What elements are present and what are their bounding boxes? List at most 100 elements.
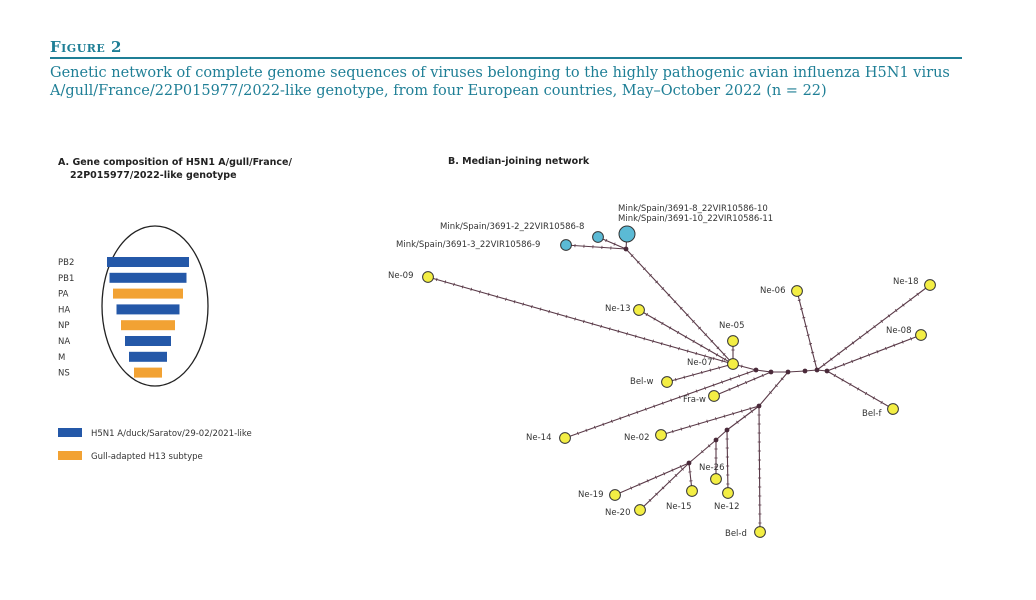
- median-vector-m7: [756, 403, 762, 409]
- mutation-tick: [679, 464, 682, 469]
- mutation-tick: [704, 386, 707, 390]
- node-label-ne-12: Ne-12: [714, 502, 739, 512]
- mutation-tick: [722, 353, 726, 356]
- mutation-tick: [715, 353, 719, 357]
- mutation-tick: [743, 415, 746, 419]
- mutation-tick: [642, 267, 646, 271]
- node-label-mink-8-10: Mink/Spain/3691-8_22VIR10586-10: [618, 204, 768, 214]
- mutation-tick: [738, 374, 740, 378]
- node-label-fra-w: Fra-w: [683, 395, 706, 405]
- title-rule: [50, 57, 962, 59]
- mutation-tick: [619, 416, 622, 420]
- legend-label-1: H5N1 A/duck/Saratov/29-02/2021-like: [91, 429, 252, 439]
- median-vector-m6: [824, 368, 830, 374]
- network-labels: Mink/Spain/3691-8_22VIR10586-10Mink/Spai…: [388, 204, 918, 539]
- mutation-tick: [653, 404, 656, 408]
- mutation-tick: [689, 424, 691, 429]
- mutation-tick: [833, 373, 836, 378]
- mutation-tick: [645, 312, 648, 317]
- mutation-tick: [668, 480, 671, 484]
- mutation-tick: [692, 373, 694, 377]
- legend-swatch-1: [58, 428, 82, 437]
- mutation-tick: [700, 450, 704, 454]
- mutation-tick: [686, 349, 689, 353]
- mutation-tick: [461, 285, 464, 289]
- mutation-tick: [769, 391, 772, 394]
- mutation-tick: [630, 486, 633, 490]
- mutation-tick: [887, 314, 891, 318]
- mutation-tick: [721, 359, 724, 363]
- segment-bar-ha: [116, 304, 180, 315]
- node-label-ne-07: Ne-07: [687, 358, 712, 368]
- mutation-tick: [591, 322, 594, 326]
- segment-bar-na: [125, 336, 171, 346]
- node-mink-2: [592, 231, 604, 243]
- node-bel-w: [661, 376, 673, 388]
- mutation-tick: [678, 346, 680, 351]
- mutation-tick: [644, 407, 647, 411]
- mutation-tick: [857, 387, 860, 391]
- node-label-ne-09: Ne-09: [388, 271, 413, 281]
- node-label-ne-15: Ne-15: [666, 502, 691, 512]
- mutation-tick: [593, 425, 596, 429]
- median-vector-m2: [753, 367, 759, 373]
- figure-label: Figure 2: [50, 38, 122, 56]
- mutation-tick: [669, 344, 672, 348]
- mutation-tick: [841, 378, 844, 382]
- mutation-tick: [822, 363, 826, 367]
- mutation-tick: [723, 357, 726, 361]
- node-label-mink-2: Mink/Spain/3691-2_22VIR10586-8: [440, 222, 584, 232]
- segment-bar-m: [129, 351, 167, 362]
- mutation-tick: [910, 337, 912, 341]
- mutation-tick: [577, 431, 579, 436]
- node-label-ne-18: Ne-18: [893, 277, 918, 287]
- mutation-tick: [605, 238, 608, 243]
- legend-swatch-2: [58, 451, 82, 460]
- edge-m7-m8: [726, 405, 760, 431]
- network-edges: [427, 233, 931, 533]
- mutation-tick: [513, 300, 516, 304]
- mutation-tick: [683, 375, 686, 379]
- segment-label-pb1: PB1: [58, 274, 74, 284]
- mutation-tick: [673, 300, 677, 304]
- mutation-tick: [700, 344, 703, 348]
- mutation-tick: [685, 313, 689, 317]
- mutation-tick: [774, 384, 778, 388]
- mutation-tick: [674, 474, 678, 477]
- mutation-tick: [866, 330, 869, 334]
- segment-label-pb2: PB2: [58, 258, 74, 268]
- node-label-ne-08: Ne-08: [886, 326, 911, 336]
- panel-a-title: A. Gene composition of H5N1 A/gull/Franc…: [58, 156, 328, 182]
- virus-outline: [101, 225, 209, 387]
- mutation-tick: [880, 400, 883, 405]
- median-vector-m3: [768, 369, 774, 375]
- node-label-ne-14: Ne-14: [526, 433, 551, 443]
- mutation-tick: [872, 396, 875, 400]
- mutation-tick: [780, 377, 784, 381]
- median-vector-m10: [686, 460, 692, 466]
- mutation-tick: [849, 382, 852, 387]
- mutation-tick: [736, 384, 739, 388]
- mutation-tick: [691, 320, 695, 323]
- mutation-tick: [909, 298, 912, 302]
- mutation-tick: [797, 299, 801, 301]
- edge-m10-ne-20: [639, 462, 690, 511]
- node-ne-06: [791, 285, 803, 297]
- mutation-tick: [676, 330, 680, 335]
- mutation-tick: [556, 312, 559, 316]
- mutation-tick: [844, 346, 848, 350]
- mutation-tick: [708, 348, 711, 352]
- node-label-mink-3: Mink/Spain/3691-3_22VIR10586-9: [396, 240, 540, 250]
- mutation-tick: [736, 420, 739, 424]
- mutation-tick: [684, 335, 687, 339]
- edge-hub-ne-06: [796, 290, 818, 371]
- mutation-tick: [435, 277, 438, 282]
- median-vector-m5: [802, 368, 808, 374]
- segment-label-m: M: [58, 353, 65, 363]
- mutation-tick: [600, 324, 602, 329]
- mutation-tick: [661, 401, 664, 405]
- median-vector-m4: [785, 369, 791, 375]
- mutation-tick: [470, 287, 473, 291]
- panel-b-network: Mink/Spain/3691-8_22VIR10586-10Mink/Spai…: [388, 204, 936, 539]
